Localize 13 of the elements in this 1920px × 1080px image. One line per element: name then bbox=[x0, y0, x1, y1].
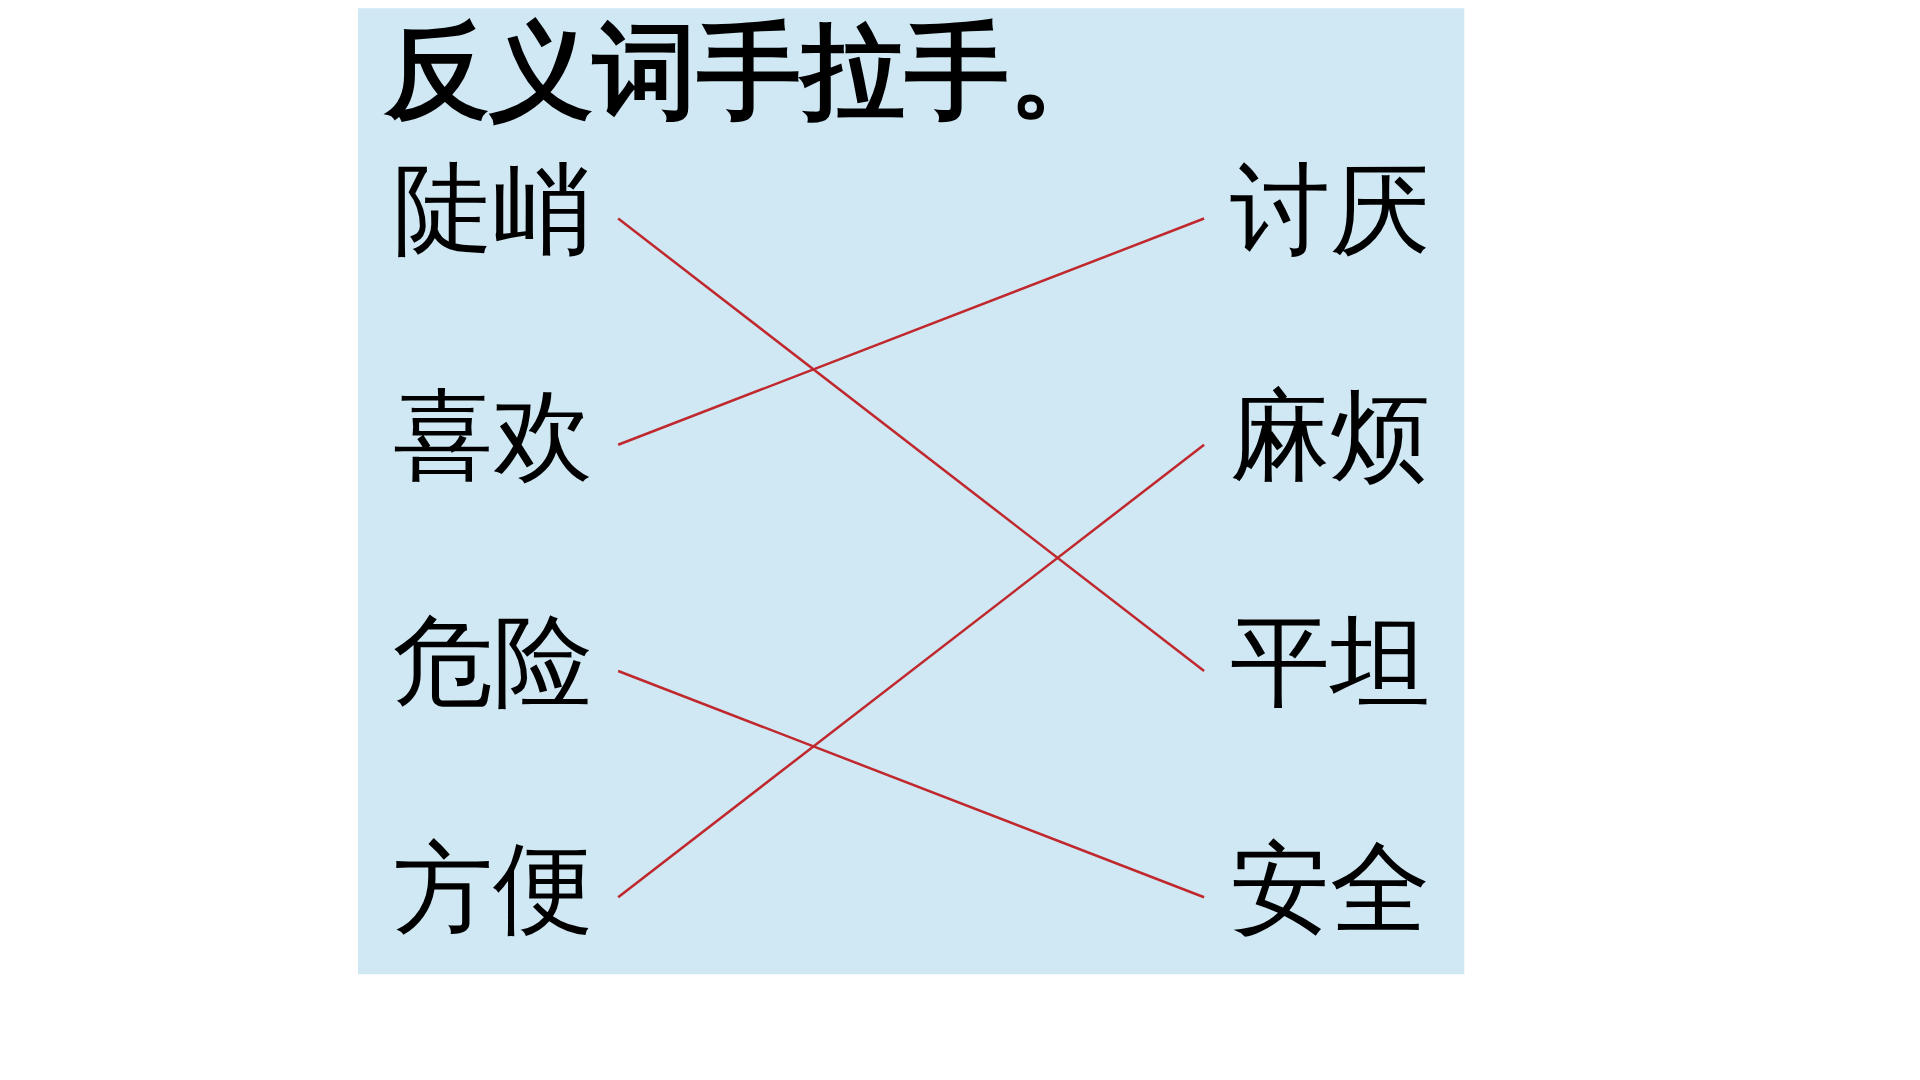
node-text: 讨厌 bbox=[1229, 151, 1430, 267]
node-text: 陡峭 bbox=[392, 151, 593, 267]
connector bbox=[617, 669, 1205, 899]
node-text: 危险 bbox=[392, 604, 593, 720]
connector bbox=[617, 443, 1205, 899]
node-text: 方便 bbox=[392, 830, 593, 946]
diagram-title: 反义词手拉手。 bbox=[385, 10, 1114, 133]
node-text: 麻烦 bbox=[1229, 378, 1430, 494]
node-text: 平坦 bbox=[1229, 604, 1430, 720]
connector bbox=[617, 217, 1205, 446]
node-text: 安全 bbox=[1229, 830, 1430, 946]
connector bbox=[617, 217, 1205, 672]
node-text: 喜欢 bbox=[392, 378, 593, 494]
